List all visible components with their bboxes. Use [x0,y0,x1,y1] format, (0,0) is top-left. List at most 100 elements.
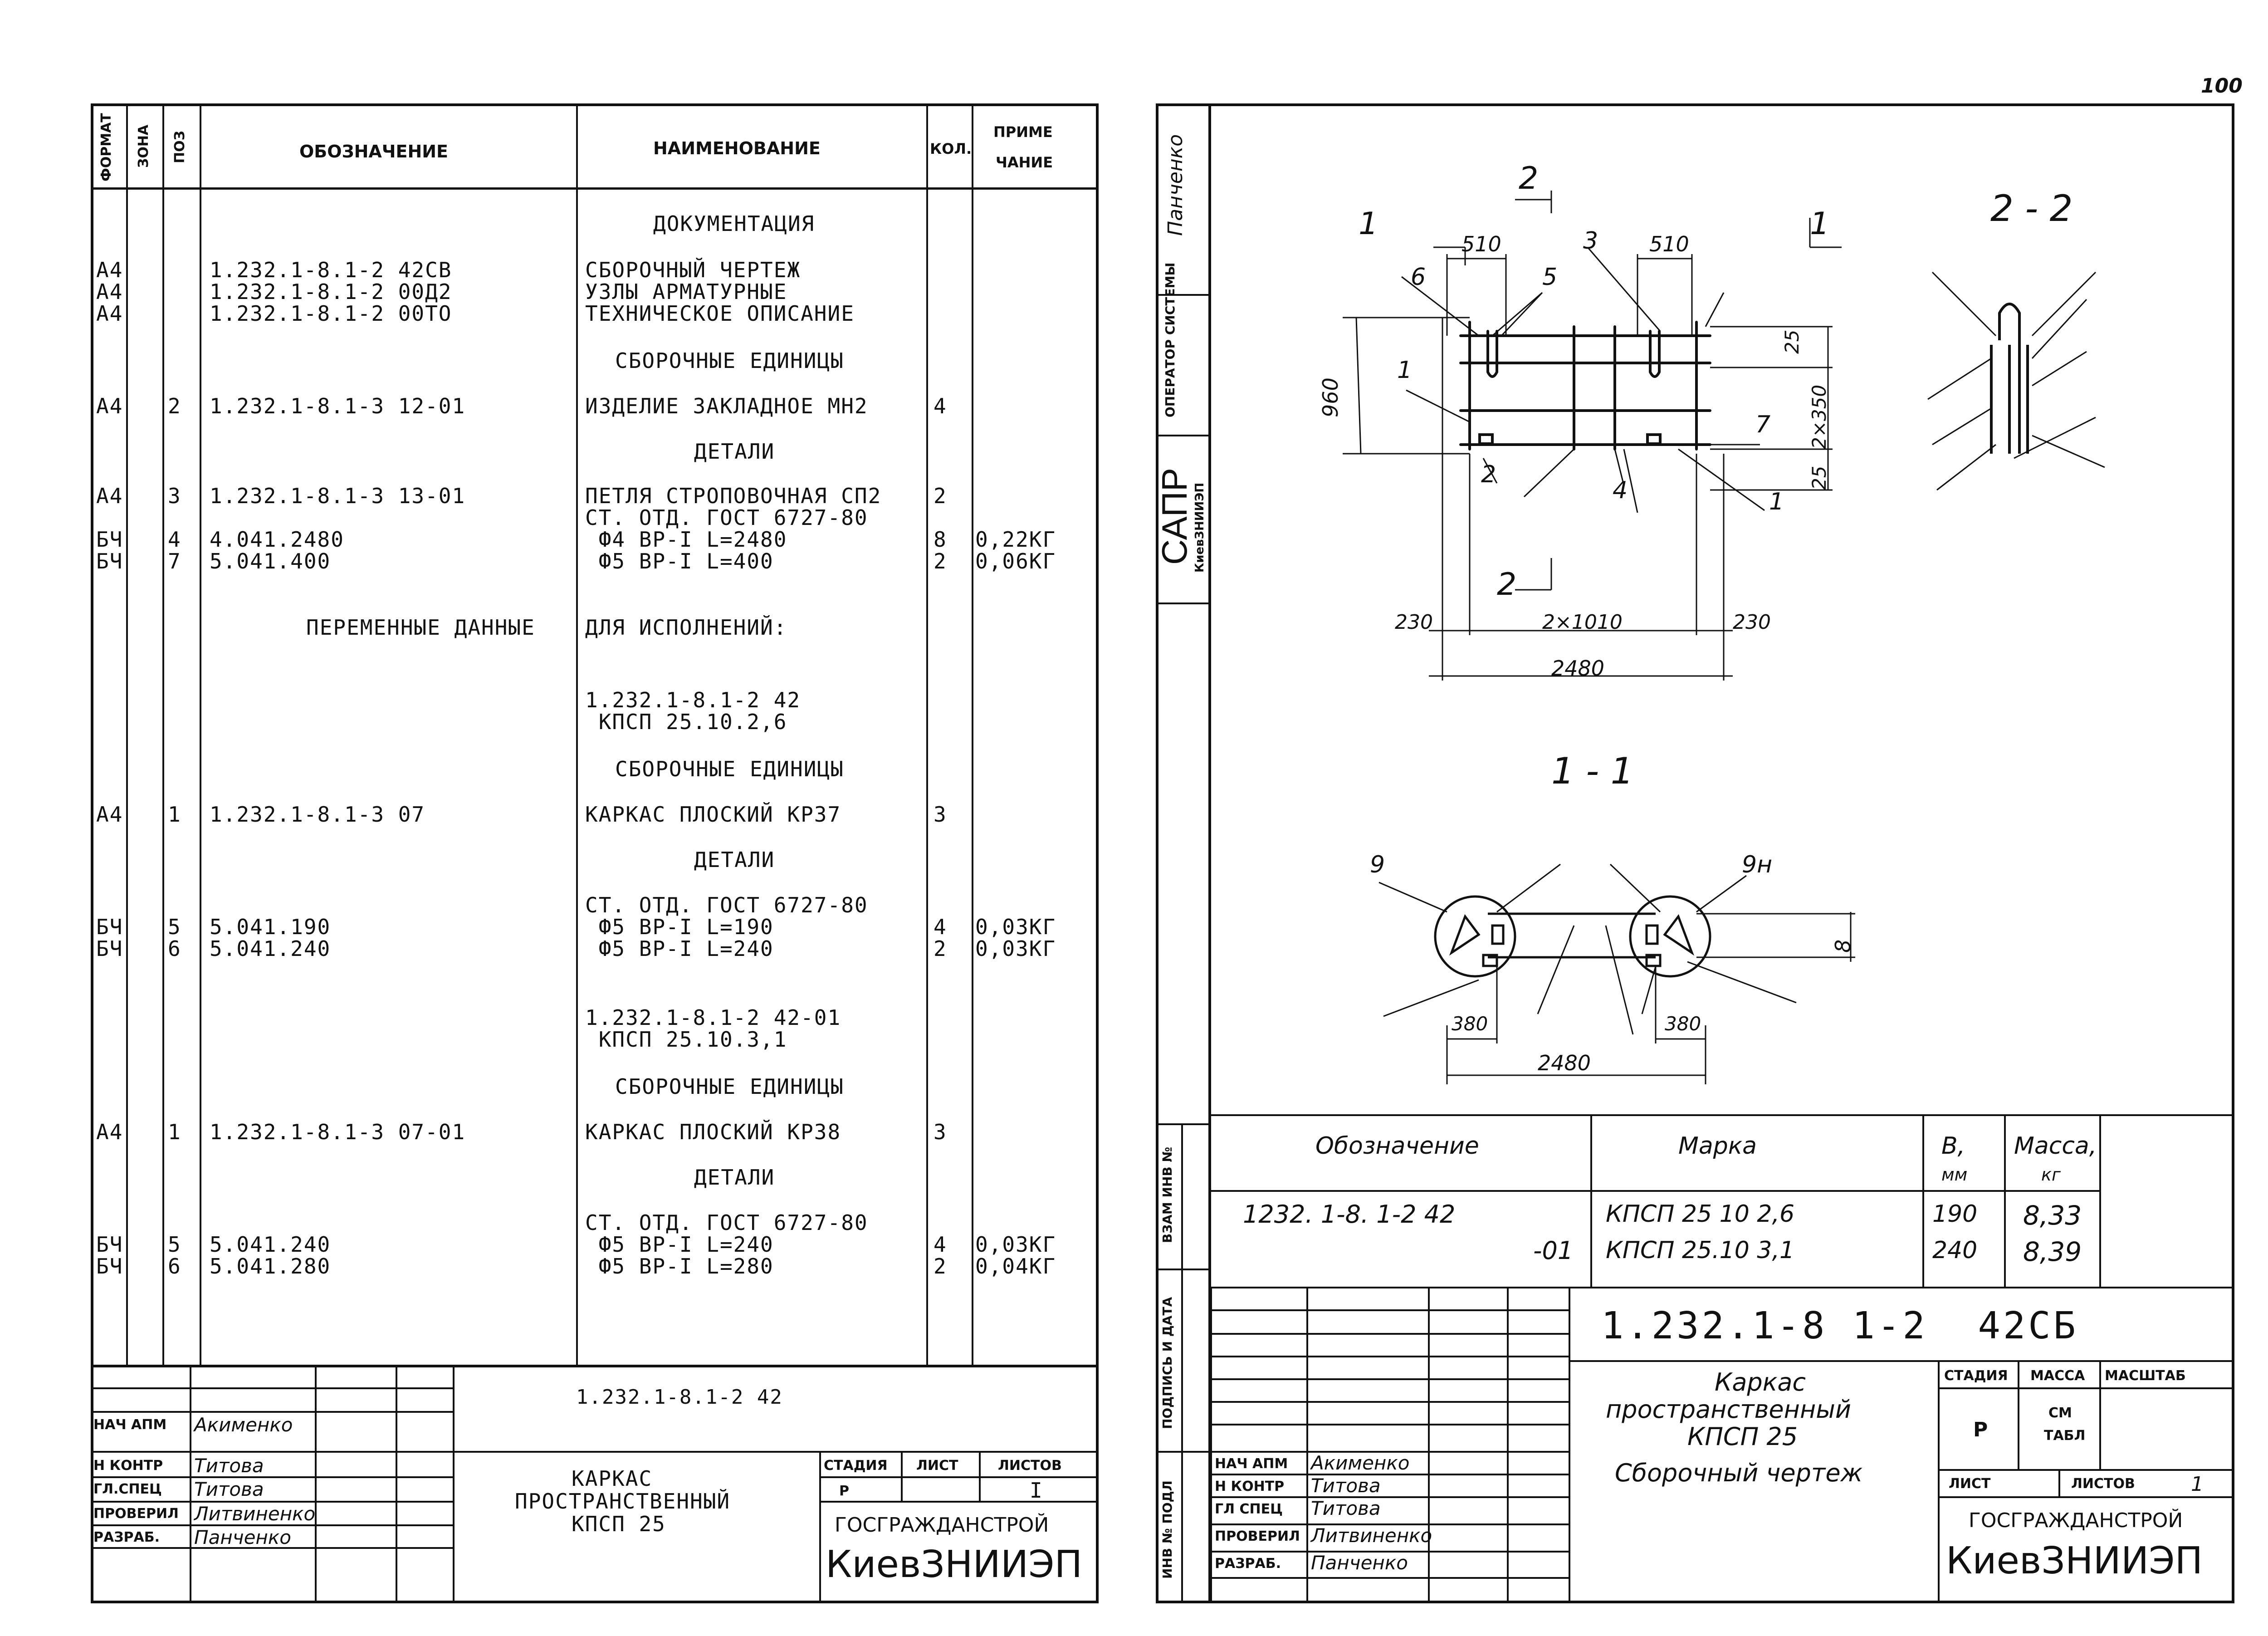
dim-2480-plan: 2480 [1551,656,1605,681]
right-title-line-2: пространственный [1606,1395,1851,1424]
dim-25-top: 25 [1781,329,1803,354]
right-stage-label: СТАДИЯ [1944,1368,2008,1384]
spec-name: СБОРОЧНЫЕ ЕДИНИЦЫ [615,1074,844,1099]
cut-mark-2-bottom: 2 [1497,567,1517,602]
callout-2: 2 [1481,461,1496,488]
right-org-2: КиевЗНИИЭП [1946,1539,2203,1582]
left-person-name: Панченко [194,1526,291,1548]
variants-header-mark: Марка [1678,1132,1757,1160]
left-role: НАЧ АПМ [93,1417,167,1433]
spec-pos: 1 [168,802,181,827]
dim-2x350: 2×350 [1808,384,1830,449]
callout-4: 4 [1613,477,1628,504]
left-stage-label: СТАДИЯ [824,1458,888,1474]
left-title-code: 1.232.1-8.1-2 42 [576,1386,783,1409]
spec-name: КПСП 25.10.2,6 [585,710,787,734]
spec-qty: 3 [934,1120,947,1144]
variant-mark: КПСП 25.10 3,1 [1606,1237,1795,1264]
spec-designation: 1.232.1-8.1-3 13-01 [210,484,466,508]
spec-name: ИЗДЕЛИЕ ЗАКЛАДНОЕ МН2 [585,394,868,418]
right-role: ГЛ СПЕЦ [1215,1501,1283,1517]
right-sheets-value: 1 [2191,1473,2204,1496]
spec-designation: 5.041.240 [210,1232,331,1257]
institute-label: КиевЗНИИЭП [1193,482,1207,573]
callout-9n: 9н [1742,851,1773,878]
spec-name: Ф4 ВР-I L=2480 [585,527,787,552]
spec-name: 1.232.1-8.1-2 42 [585,688,801,712]
spec-name: Ф5 ВР-I L=280 [585,1254,774,1278]
right-stage-value: Р [1973,1418,1988,1441]
left-role: ГЛ.СПЕЦ [93,1481,162,1497]
spec-name: ДЕТАЛИ [694,1165,775,1190]
spec-qty: 2 [934,549,947,573]
spec-qty: 3 [934,802,947,827]
callout-5: 5 [1542,264,1558,291]
spec-designation: 5.041.190 [210,915,331,939]
left-org-1: ГОСГРАЖДАНСТРОЙ [835,1514,1049,1537]
callout-9: 9 [1370,851,1385,878]
right-mass-note: СМ [2048,1405,2072,1421]
spec-designation: 1.232.1-8.1-3 07 [210,802,425,827]
spec-designation: 1.232.1-8.1-2 00ТО [210,301,452,326]
spec-note: 0,03КГ [975,936,1056,961]
callout-3: 3 [1583,227,1598,255]
inv-orig-label: ИНВ № ПОДЛ [1160,1480,1175,1579]
callout-6: 6 [1411,264,1426,291]
spec-designation: 4.041.2480 [210,527,344,552]
variants-header-b: В, [1941,1132,1965,1160]
header-designation: ОБОЗНАЧЕНИЕ [299,142,449,162]
page-number: 100 [2201,74,2243,98]
dim-25-bottom: 25 [1808,465,1830,490]
spec-designation: 5.041.400 [210,549,331,573]
dim-960: 960 [1318,377,1343,417]
spec-name: КАРКАС ПЛОСКИЙ КР37 [585,802,841,827]
variant-mass: 8,33 [2023,1200,2082,1231]
spec-pos: 6 [168,1254,181,1278]
spec-name: УЗЛЫ АРМАТУРНЫЕ [585,279,787,304]
col-line [162,103,164,1365]
col-line [576,103,578,1365]
spec-name: СБОРОЧНЫЕ ЕДИНИЦЫ [615,757,844,781]
right-person-name: Панченко [1311,1552,1408,1574]
left-person-name: Литвиненко [194,1503,316,1525]
spec-pos: 2 [168,394,181,418]
spec-name: ДОКУМЕНТАЦИЯ [653,211,815,236]
callout-7: 7 [1755,411,1771,438]
variant-b: 190 [1932,1200,1978,1228]
left-sheets-value: I [1030,1478,1043,1503]
variant-mass: 8,39 [2023,1236,2082,1267]
spec-qty: 4 [934,915,947,939]
header-name: НАИМЕНОВАНИЕ [653,138,821,158]
spec-name: КПСП 25.10.3,1 [585,1027,787,1052]
left-role: РАЗРАБ. [93,1529,160,1545]
spec-designation: 5.041.280 [210,1254,331,1278]
spec-pos: 3 [168,484,181,508]
right-role: НАЧ АПМ [1215,1456,1288,1472]
col-line [200,103,201,1365]
right-subtitle: Сборочный чертеж [1615,1459,1863,1487]
spec-name: Ф5 ВР-I L=240 [585,936,774,961]
spec-qty: 8 [934,527,947,552]
spec-designation: 1.232.1-8.1-3 07-01 [210,1120,466,1144]
spec-format: БЧ [96,527,123,552]
right-title-line-1: Каркас [1715,1368,1806,1396]
spec-name: КАРКАС ПЛОСКИЙ КР38 [585,1120,841,1144]
spec-name: Ф5 ВР-I L=240 [585,1232,774,1257]
spec-pos: 5 [168,915,181,939]
right-person-name: Титова [1311,1474,1381,1497]
left-org-2: КиевЗНИИЭП [826,1543,1083,1586]
spec-qty: 2 [934,484,947,508]
cut-mark-1-left: 1 [1359,206,1378,242]
header-qty: КОЛ. [930,140,972,157]
spec-name: СТ. ОТД. ГОСТ 6727-80 [585,505,868,530]
spec-designation: 5.041.240 [210,936,331,961]
dim-510-right: 510 [1649,232,1689,256]
spec-pos: 1 [168,1120,181,1144]
left-title-line-2: ПРОСТРАНСТВЕННЫЙ [515,1489,731,1514]
left-role: Н КОНТР [93,1458,163,1474]
left-person-name: Титова [194,1478,264,1500]
header-pos: ПОЗ [172,131,188,163]
header-zone: ЗОНА [136,124,152,168]
left-sheets-label: ЛИСТОВ [998,1458,1062,1474]
callout-1a: 1 [1397,357,1413,384]
